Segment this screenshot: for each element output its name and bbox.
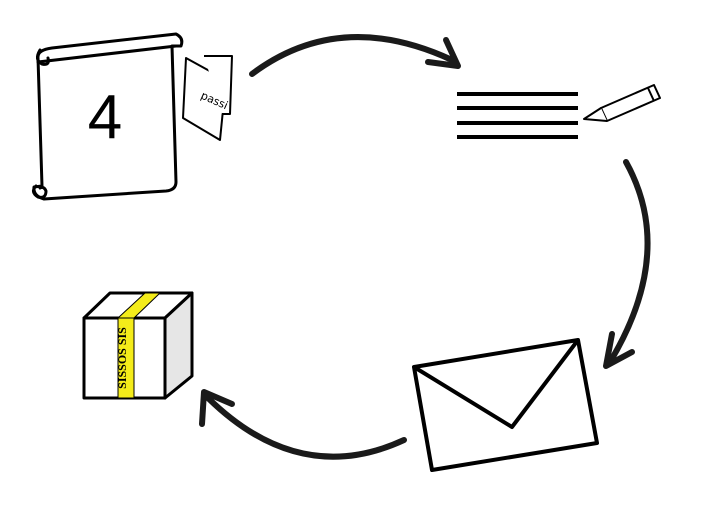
booklet-icon: passi — [182, 55, 233, 141]
package-box-icon: SISSOS SIS — [82, 291, 194, 400]
scroll-icon: 4 — [31, 32, 184, 201]
arrow-1-icon — [249, 34, 461, 77]
envelope-icon — [412, 338, 599, 472]
box-tape-text: SISSOS SIS — [115, 327, 129, 389]
arrow-3-icon — [199, 389, 407, 460]
writing-lines-icon — [457, 92, 578, 139]
scroll-number: 4 — [88, 83, 122, 152]
pencil-icon — [583, 84, 661, 122]
arrow-2-icon — [603, 159, 651, 369]
